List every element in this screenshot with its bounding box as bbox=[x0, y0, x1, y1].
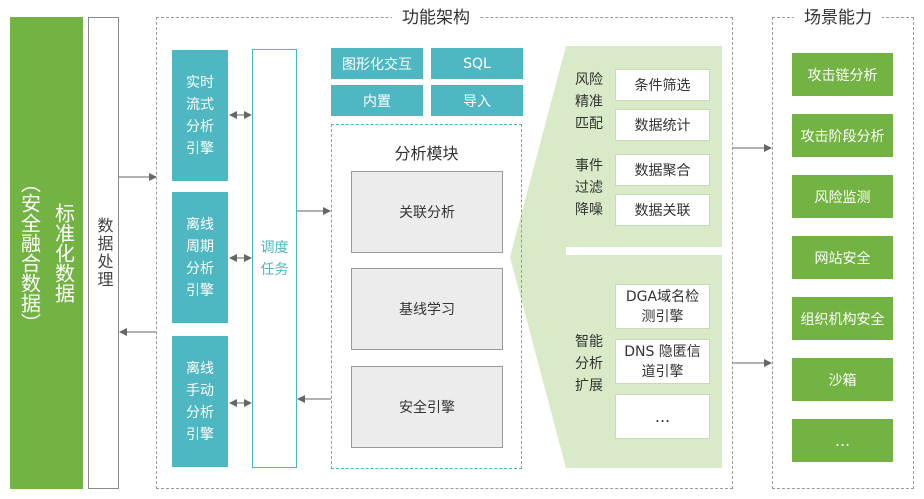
data-statistics-box[interactable]: 数据统计 bbox=[615, 109, 710, 141]
function-architecture-title: 功能架构 bbox=[392, 8, 480, 28]
scenario-attack-stage-analysis[interactable]: 攻击阶段分析 bbox=[792, 114, 893, 157]
data-aggregation-label: 数据聚合 bbox=[634, 163, 691, 179]
dga-detection-engine-box[interactable]: DGA域名检测引擎 bbox=[615, 284, 710, 329]
security-engine-label: 安全引擎 bbox=[399, 400, 455, 416]
import-label: 导入 bbox=[463, 93, 491, 110]
graphical-interaction-label: 图形化交互 bbox=[342, 56, 412, 73]
correlation-analysis-label: 关联分析 bbox=[399, 205, 455, 221]
scenario-attack-chain-analysis[interactable]: 攻击链分析 bbox=[792, 53, 893, 96]
sql-button[interactable]: SQL bbox=[431, 48, 523, 79]
dns-covert-channel-engine-label: DNS 隐匿信道引擎 bbox=[624, 343, 701, 380]
scenario-attack-chain-analysis-label: 攻击链分析 bbox=[807, 67, 878, 84]
data-processing-label: 数据处理 bbox=[94, 217, 114, 289]
condition-filter-box[interactable]: 条件筛选 bbox=[615, 69, 710, 101]
security-engine-box[interactable]: 安全引擎 bbox=[351, 366, 503, 448]
engine-offline-periodic[interactable]: 离线周期分析引擎 bbox=[172, 192, 228, 323]
baseline-learning-box[interactable]: 基线学习 bbox=[351, 268, 503, 350]
scenario-more[interactable]: ... bbox=[792, 419, 893, 462]
scenario-organization-security[interactable]: 组织机构安全 bbox=[792, 297, 893, 340]
scenario-sandbox-label: 沙箱 bbox=[828, 372, 857, 389]
data-correlation-label: 数据关联 bbox=[634, 203, 691, 219]
scenario-more-label: ... bbox=[834, 431, 851, 450]
data-processing-block: 数据处理 bbox=[88, 17, 119, 489]
engine-offline-periodic-label: 离线周期分析引擎 bbox=[186, 216, 214, 299]
standardized-data-block: 标准化数据 （安全融合数据） bbox=[10, 17, 83, 489]
builtin-label: 内置 bbox=[363, 93, 391, 110]
engine-offline-manual-label: 离线手动分析引擎 bbox=[186, 360, 214, 443]
dispatch-task-block[interactable]: 调度任务 bbox=[252, 49, 297, 468]
scenario-attack-stage-analysis-label: 攻击阶段分析 bbox=[800, 128, 885, 145]
more-engines-box[interactable]: ... bbox=[615, 394, 710, 439]
builtin-button[interactable]: 内置 bbox=[331, 85, 423, 116]
dga-detection-engine-label: DGA域名检测引擎 bbox=[625, 288, 700, 325]
scenario-website-security[interactable]: 网站安全 bbox=[792, 236, 893, 279]
scenario-risk-monitoring[interactable]: 风险监测 bbox=[792, 175, 893, 218]
condition-filter-label: 条件筛选 bbox=[634, 78, 691, 94]
import-button[interactable]: 导入 bbox=[431, 85, 523, 116]
analysis-module-frame bbox=[331, 124, 522, 469]
scenario-risk-monitoring-label: 风险监测 bbox=[814, 189, 871, 206]
engine-realtime-stream-label: 实时流式分析引擎 bbox=[186, 74, 214, 157]
scenario-website-security-label: 网站安全 bbox=[814, 250, 871, 267]
more-engines-label: ... bbox=[654, 407, 671, 426]
analysis-module-title: 分析模块 bbox=[394, 144, 459, 163]
data-aggregation-box[interactable]: 数据聚合 bbox=[615, 154, 710, 186]
security-fusion-data-label: （安全融合数据） bbox=[17, 173, 42, 333]
scenario-sandbox[interactable]: 沙箱 bbox=[792, 358, 893, 401]
data-statistics-label: 数据统计 bbox=[634, 118, 691, 134]
funnel-shape bbox=[510, 46, 566, 468]
dns-covert-channel-engine-box[interactable]: DNS 隐匿信道引擎 bbox=[615, 339, 710, 384]
sql-label: SQL bbox=[463, 55, 491, 72]
risk-precise-match-label: 风险精准匹配 bbox=[575, 72, 603, 132]
graphical-interaction-button[interactable]: 图形化交互 bbox=[331, 48, 423, 79]
standardized-data-label: 标准化数据 bbox=[51, 203, 76, 303]
scenario-organization-security-label: 组织机构安全 bbox=[800, 311, 885, 328]
correlation-analysis-box[interactable]: 关联分析 bbox=[351, 171, 503, 253]
dispatch-task-label: 调度任务 bbox=[260, 239, 289, 278]
event-filter-denoise-label: 事件过滤降噪 bbox=[575, 158, 603, 218]
smart-analysis-extension-label: 智能分析扩展 bbox=[575, 334, 603, 394]
engine-offline-manual[interactable]: 离线手动分析引擎 bbox=[172, 336, 228, 467]
scenario-capabilities-title: 场景能力 bbox=[794, 8, 882, 28]
baseline-learning-label: 基线学习 bbox=[399, 302, 455, 318]
data-correlation-box[interactable]: 数据关联 bbox=[615, 194, 710, 226]
engine-realtime-stream[interactable]: 实时流式分析引擎 bbox=[172, 50, 228, 181]
